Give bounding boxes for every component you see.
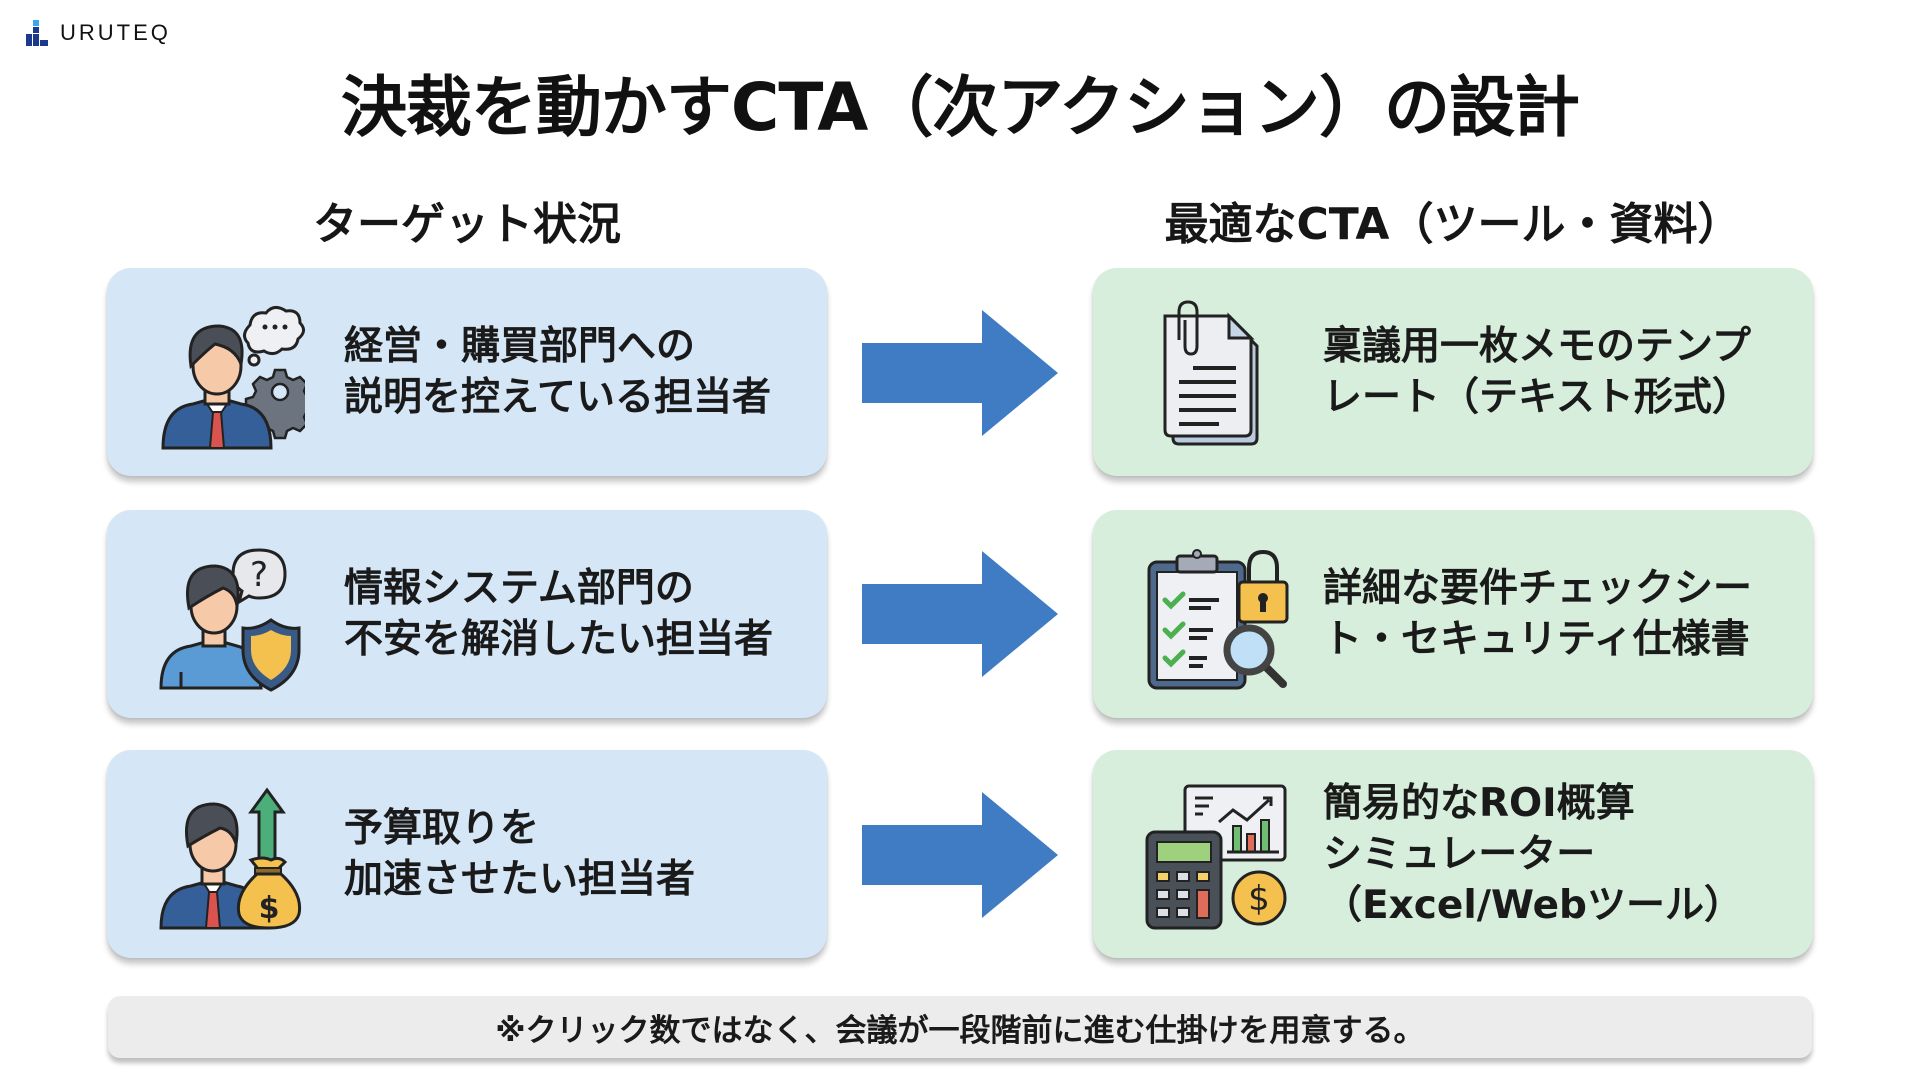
target-description: 情報システム部門の 不安を解消したい担当者 xyxy=(344,510,807,718)
brand-name: URUTEQ xyxy=(60,20,171,45)
cta-column-header: 最適なCTA（ツール・資料） xyxy=(1164,199,1742,250)
footer-note: ※クリック数ではなく、会議が一段階前に進む仕掛けを用意する。 xyxy=(108,996,1812,1058)
text-line: 情報システム部門の xyxy=(344,566,694,611)
text-line: ト・セキュリティ仕様書 xyxy=(1323,617,1750,662)
right-arrow-icon xyxy=(862,310,1058,436)
businessman-thinking-gear-icon xyxy=(155,300,316,450)
target-column-header: ターゲット状況 xyxy=(313,199,621,250)
document-paperclip-icon xyxy=(1141,300,1291,450)
text-line: 説明を控えている担当者 xyxy=(344,375,772,420)
target-card: 経営・購買部門への 説明を控えている担当者 xyxy=(107,268,827,476)
text-line: 詳細な要件チェックシー xyxy=(1323,566,1753,611)
footer-note-text: ※クリック数ではなく、会議が一段階前に進む仕掛けを用意する。 xyxy=(495,1012,1425,1049)
svg-text:$: $ xyxy=(1248,879,1270,919)
cta-card: 稟議用一枚メモのテンプ レート（テキスト形式） xyxy=(1093,268,1813,476)
text-line: 不安を解消したい担当者 xyxy=(344,617,774,662)
text-line: 予算取りを xyxy=(344,806,540,851)
calculator-chart-coin-icon: $ xyxy=(1141,782,1291,932)
text-line: 稟議用一枚メモのテンプ xyxy=(1323,324,1751,369)
cta-card: 詳細な要件チェックシー ト・セキュリティ仕様書 xyxy=(1093,510,1813,718)
page-title: 決裁を動かすCTA（次アクション）の設計 xyxy=(340,69,1580,146)
text-line: 加速させたい担当者 xyxy=(344,857,696,902)
target-card: $ 予算取りを 加速させたい担当者 xyxy=(107,750,827,958)
target-description: 予算取りを 加速させたい担当者 xyxy=(344,750,807,958)
svg-text:?: ? xyxy=(250,555,268,595)
target-card: ? 情報システム部門の 不安を解消したい担当者 xyxy=(107,510,827,718)
brand-logo: URUTEQ xyxy=(24,20,171,46)
businessman-moneybag-growth-icon: $ xyxy=(155,782,305,932)
cta-card: $ 簡易的なROI概算 シミュレーター （Excel/Webツール） xyxy=(1093,750,1813,958)
cta-description: 稟議用一枚メモのテンプ レート（テキスト形式） xyxy=(1323,268,1793,476)
svg-text:$: $ xyxy=(259,891,280,926)
checklist-lock-magnifier-icon xyxy=(1141,542,1291,692)
right-arrow-icon xyxy=(862,551,1058,677)
text-line: 簡易的なROI概算 xyxy=(1323,780,1635,826)
person-question-shield-icon: ? xyxy=(155,542,305,692)
cta-description: 詳細な要件チェックシー ト・セキュリティ仕様書 xyxy=(1323,510,1793,718)
target-description: 経営・購買部門への 説明を控えている担当者 xyxy=(344,268,807,476)
cta-description: 簡易的なROI概算 シミュレーター （Excel/Webツール） xyxy=(1323,750,1793,958)
text-line: シミュレーター xyxy=(1323,831,1596,877)
text-line: レート（テキスト形式） xyxy=(1323,375,1751,420)
text-line: 経営・購買部門への xyxy=(344,324,696,369)
right-arrow-icon xyxy=(862,792,1058,918)
bar-blocks-logo-icon xyxy=(26,20,48,46)
text-line: （Excel/Webツール） xyxy=(1323,882,1743,928)
